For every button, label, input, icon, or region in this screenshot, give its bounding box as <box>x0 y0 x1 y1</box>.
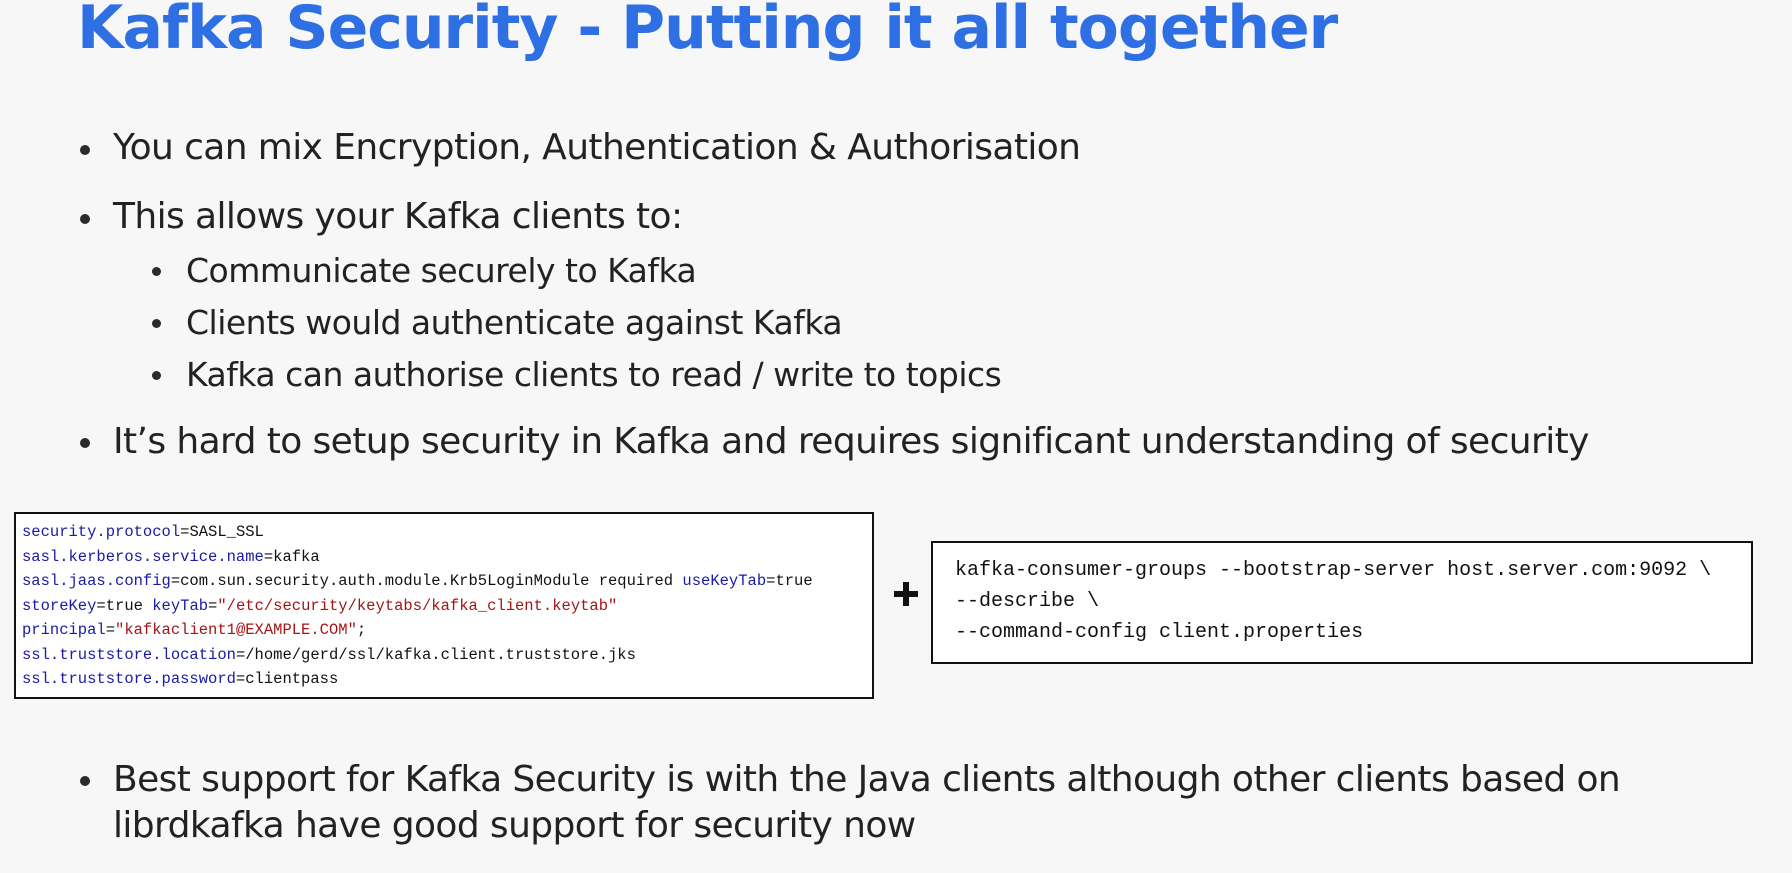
code-line: sasl.kerberos.service.name=kafka <box>22 547 320 566</box>
bullet-allows-clients: This allows your Kafka clients to: <box>113 196 683 237</box>
bullet-dot <box>80 145 90 155</box>
code-line: security.protocol=SASL_SSL <box>22 523 264 541</box>
bullet-best-support-line1: Best support for Kafka Security is with … <box>113 759 1621 800</box>
bullet-dot <box>80 438 90 448</box>
command-line: --describe \ <box>955 590 1100 613</box>
code-line: principal="kafkaclient1@EXAMPLE.COM"; <box>22 621 367 639</box>
sub-bullet-dot <box>152 319 161 328</box>
sub-bullet-dot <box>152 267 161 276</box>
code-line: ssl.truststore.password=clientpass <box>22 670 339 688</box>
bullet-dot <box>80 776 90 786</box>
sub-bullet-communicate: Communicate securely to Kafka <box>186 251 697 290</box>
slide-title: Kafka Security - Putting it all together <box>77 0 1338 63</box>
code-line: sasl.jaas.config=com.sun.security.auth.m… <box>22 572 813 590</box>
client-properties-code: security.protocol=SASL_SSL sasl.kerberos… <box>14 512 874 699</box>
code-line: storeKey=true keyTab="/etc/security/keyt… <box>22 596 618 615</box>
consumer-groups-command: kafka-consumer-groups --bootstrap-server… <box>931 541 1753 664</box>
code-line: ssl.truststore.location=/home/gerd/ssl/k… <box>22 645 636 664</box>
command-line: kafka-consumer-groups --bootstrap-server… <box>955 559 1712 582</box>
sub-bullet-authenticate: Clients would authenticate against Kafka <box>186 303 843 342</box>
command-line: --command-config client.properties <box>955 621 1364 644</box>
sub-bullet-authorise: Kafka can authorise clients to read / wr… <box>186 355 1002 394</box>
bullet-hard-setup: It’s hard to setup security in Kafka and… <box>113 421 1589 462</box>
bullet-best-support-line2: librdkafka have good support for securit… <box>113 805 916 846</box>
plus-icon <box>892 580 920 608</box>
bullet-dot <box>80 214 90 224</box>
bullet-mix-security: You can mix Encryption, Authentication &… <box>113 127 1081 168</box>
sub-bullet-dot <box>152 371 161 380</box>
